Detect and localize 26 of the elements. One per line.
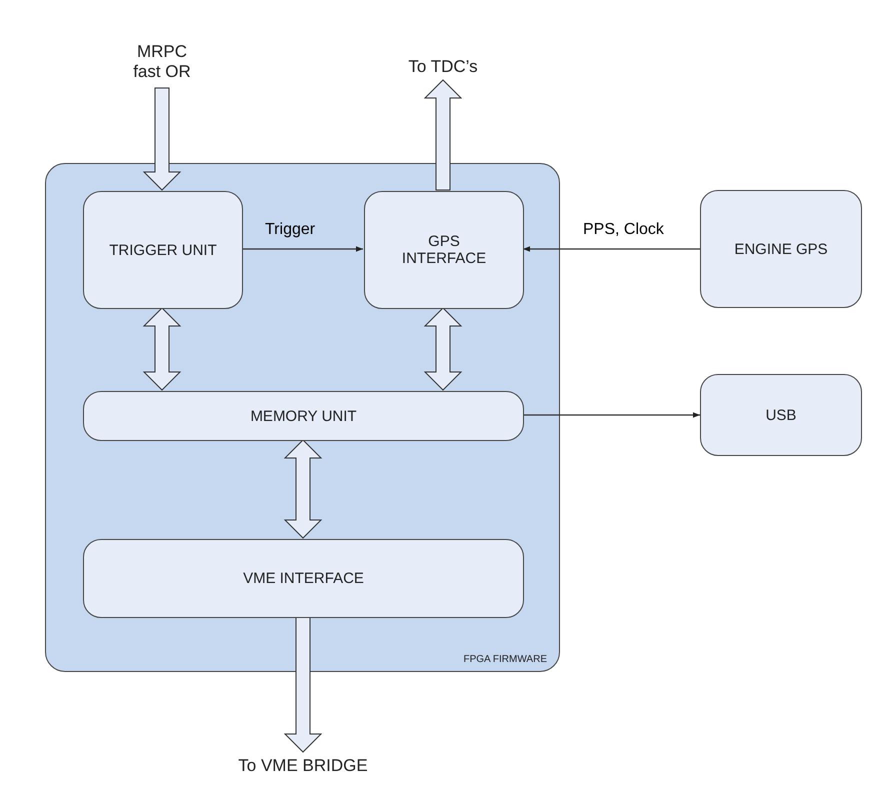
block-arrow	[424, 307, 462, 391]
box-label: USB	[766, 406, 796, 424]
signal-label: To TDC’s	[370, 54, 516, 80]
process-box	[700, 374, 862, 456]
block-arrow	[284, 616, 322, 753]
firmware-panel	[45, 163, 560, 672]
arrow	[242, 246, 363, 252]
box-label: TRIGGER UNIT	[109, 242, 217, 258]
process-box	[364, 191, 524, 309]
box-label: ENGINE GPS	[734, 240, 828, 258]
block-arrow	[142, 307, 182, 391]
block-arrow	[142, 88, 182, 191]
arrow	[523, 412, 700, 418]
block-arrow	[284, 439, 322, 539]
arrow	[523, 246, 700, 252]
signal-label: To VME BRIDGE	[213, 752, 393, 780]
block-arrow	[424, 79, 462, 190]
process-box	[700, 190, 862, 308]
box-label: VME INTERFACE	[243, 570, 364, 587]
panel-label: FPGA FIRMWARE	[463, 654, 547, 665]
process-box	[83, 391, 524, 441]
box-label: GPS INTERFACE	[400, 233, 488, 267]
process-box	[83, 539, 524, 618]
process-box	[83, 191, 243, 309]
box-label: MEMORY UNIT	[250, 408, 357, 424]
signal-label: MRPC fast OR	[122, 36, 202, 88]
